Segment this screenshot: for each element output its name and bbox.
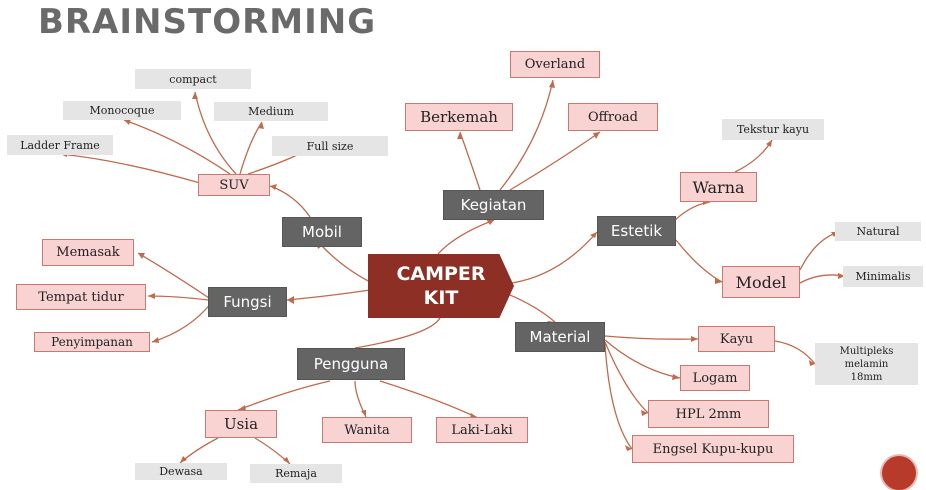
node-hpl: HPL 2mm xyxy=(648,400,769,428)
link-estetik-model xyxy=(675,239,723,283)
node-kegiatan: Kegiatan xyxy=(443,190,544,220)
arrowhead xyxy=(192,92,198,99)
node-pengguna: Pengguna xyxy=(297,348,405,380)
link-material-logam xyxy=(604,339,681,379)
node-minimalis: Minimalis xyxy=(843,266,923,287)
link-kayu-multipleks xyxy=(774,340,816,365)
node-wanita: Wanita xyxy=(322,417,412,443)
link-model-natural xyxy=(799,231,839,271)
arrowhead xyxy=(766,140,772,147)
node-kayu: Kayu xyxy=(698,326,775,352)
arrowhead xyxy=(283,457,290,464)
node-tekstur-kayu: Tekstur kayu xyxy=(722,119,824,140)
arrowhead xyxy=(152,337,159,343)
link-fungsi-tempat xyxy=(147,295,209,301)
node-remaja: Remaja xyxy=(250,464,342,483)
node-medium: Medium xyxy=(214,102,328,121)
arrowhead xyxy=(672,374,680,380)
node-laki-laki: Laki-Laki xyxy=(436,417,528,443)
arrowhead xyxy=(809,360,815,366)
arrowhead xyxy=(124,119,131,125)
node-logam: Logam xyxy=(680,365,750,391)
node-berkemah: Berkemah xyxy=(405,103,513,131)
link-material-kayu xyxy=(604,335,699,340)
node-fungsi: Fungsi xyxy=(208,287,287,317)
arrowhead xyxy=(590,232,597,238)
link-kegiatan-berkemah xyxy=(459,131,481,191)
arrowhead xyxy=(148,293,155,299)
node-compact: compact xyxy=(135,69,251,89)
center-node-camper-kit: CAMPER KIT xyxy=(368,254,514,318)
link-suv-monocoque xyxy=(123,119,231,175)
node-ladder-frame: Ladder Frame xyxy=(7,135,113,155)
node-model: Model xyxy=(722,266,800,298)
arrowhead xyxy=(180,456,187,463)
node-material: Material xyxy=(515,322,605,352)
node-mobil: Mobil xyxy=(282,217,362,247)
node-multipleks: Multipleks melamin 18mm xyxy=(815,343,918,385)
multipleks-line-3: 18mm xyxy=(850,371,883,383)
node-natural: Natural xyxy=(835,222,921,241)
arrowhead xyxy=(258,122,264,129)
arrowhead xyxy=(641,410,648,416)
link-suv-medium xyxy=(239,121,263,175)
arrowhead xyxy=(287,296,294,304)
link-mobil-suv xyxy=(269,185,311,218)
arrowhead xyxy=(238,405,246,411)
node-full-size: Full size xyxy=(272,136,388,156)
link-center-mobil xyxy=(321,245,377,286)
node-suv: SUV xyxy=(198,174,270,196)
link-kegiatan-overland xyxy=(499,79,554,191)
arrowhead xyxy=(270,184,277,190)
arrowhead xyxy=(625,445,632,451)
center-line-1: CAMPER xyxy=(396,263,486,285)
arrowhead xyxy=(715,277,722,284)
node-usia: Usia xyxy=(205,410,277,438)
arrowhead xyxy=(549,80,555,88)
link-center-pengguna xyxy=(354,317,441,349)
link-warna-tekstur xyxy=(734,139,773,173)
link-center-estetik xyxy=(511,231,598,284)
node-warna: Warna xyxy=(680,172,757,202)
link-material-engsel xyxy=(604,343,633,450)
arrowhead xyxy=(838,273,845,279)
link-suv-compact xyxy=(194,91,237,175)
link-kegiatan-offroad xyxy=(509,131,601,191)
link-estetik-warna xyxy=(671,201,711,224)
arrowhead xyxy=(486,219,494,225)
link-pengguna-usia xyxy=(237,380,331,411)
slide-corner-circle-icon xyxy=(882,456,916,490)
arrowhead xyxy=(138,253,145,259)
arrowhead xyxy=(457,132,463,139)
link-center-material xyxy=(504,292,556,323)
multipleks-line-1: Multipleks xyxy=(839,345,894,357)
node-tempat-tidur: Tempat tidur xyxy=(16,284,146,310)
link-pengguna-laki xyxy=(379,380,479,419)
link-material-hpl xyxy=(604,341,649,414)
arrowhead xyxy=(593,132,600,139)
node-estetik: Estetik xyxy=(597,216,676,246)
arrowhead xyxy=(691,336,698,342)
node-offroad: Offroad xyxy=(568,103,658,131)
link-center-kegiatan xyxy=(437,219,495,255)
link-suv-ladder xyxy=(59,153,201,184)
link-center-fungsi xyxy=(286,289,371,301)
center-line-2: KIT xyxy=(423,287,459,309)
page-title: BRAINSTORMING xyxy=(38,2,377,42)
node-monocoque: Monocoque xyxy=(63,101,181,120)
node-overland: Overland xyxy=(510,51,600,78)
arrowhead xyxy=(361,410,366,417)
node-engsel: Engsel Kupu-kupu xyxy=(632,435,794,463)
multipleks-line-2: melamin xyxy=(844,358,889,370)
link-fungsi-penyimpanan xyxy=(151,301,213,343)
node-penyimpanan: Penyimpanan xyxy=(34,332,150,352)
node-memasak: Memasak xyxy=(42,239,134,266)
link-fungsi-memasak xyxy=(137,252,213,301)
node-dewasa: Dewasa xyxy=(135,463,227,480)
